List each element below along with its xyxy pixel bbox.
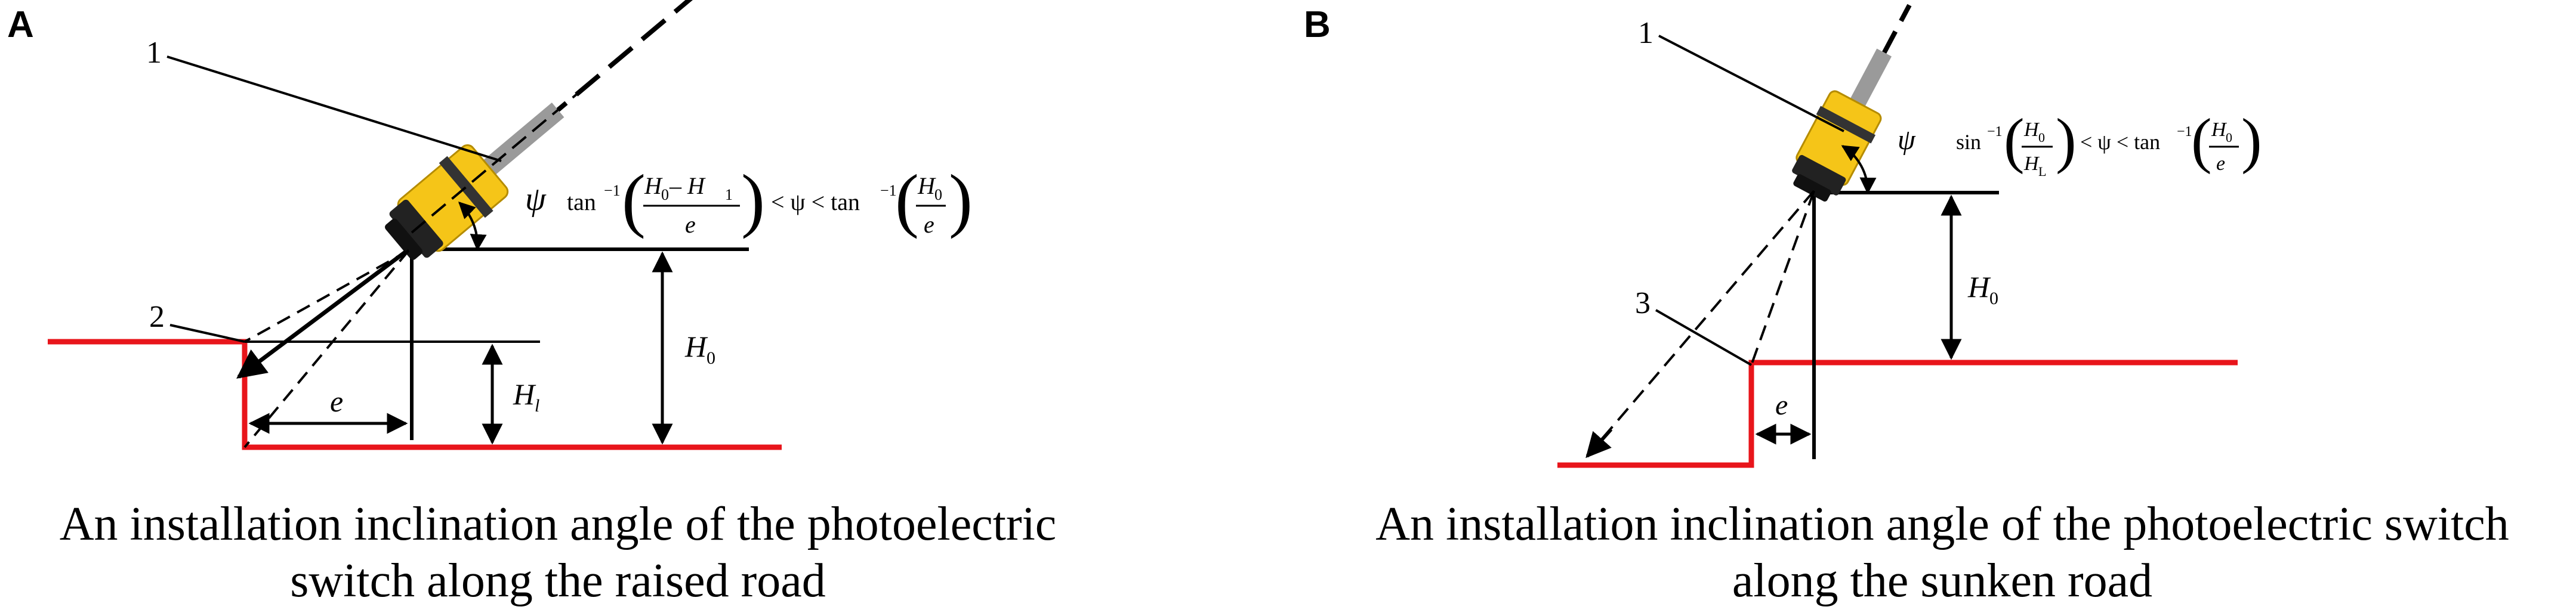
formula-a-lparen: ( (622, 160, 646, 239)
formula-b-lparen: ( (2004, 106, 2025, 175)
formula-a-num: H (644, 172, 663, 199)
sunken-road-profile (1557, 360, 2238, 468)
formula-b: sin −1 ( H 0 H L ) < ψ < tan −1 ( H 0 e … (1956, 106, 2262, 179)
callout-3-b: 3 (1635, 286, 1651, 320)
formula-b-exp: −1 (1987, 124, 2003, 140)
angle-arc-a (458, 202, 487, 251)
caption-a-line1: An installation inclination angle of the… (60, 498, 1057, 550)
caption-b-line2: along the sunken road (1732, 555, 2152, 607)
formula-a-exp2: −1 (880, 182, 897, 199)
leader-3-b (1655, 309, 1752, 366)
formula-b-den: H (2023, 153, 2040, 175)
formula-a-num2-sub: 0 (934, 186, 942, 203)
label-h0-a: H (684, 330, 708, 363)
formula-a-exp: −1 (604, 182, 621, 199)
angle-arc-b (1841, 145, 1877, 194)
psi-label-a: ψ (525, 181, 547, 218)
formula-a-mid: < ψ < tan (771, 188, 860, 215)
formula-b-num2-sub: 0 (2226, 130, 2232, 145)
formula-a-num2: H (917, 172, 936, 199)
label-h0-sub-a: 0 (707, 348, 715, 368)
panel-a-letter: A (7, 4, 34, 45)
label-h0-b: H (1967, 270, 1991, 304)
formula-b-exp2: −1 (2177, 124, 2192, 140)
psi-label-b: ψ (1898, 124, 1916, 156)
panel-b: B ψ sin −1 ( H 0 (1304, 4, 2509, 607)
leader-1-b (1658, 35, 1844, 132)
photoelectric-switch-b (1792, 4, 1912, 202)
formula-b-rparen2: ) (2241, 106, 2262, 175)
callout-1-a: 1 (146, 36, 162, 70)
formula-a-num-minus: – H (669, 172, 706, 199)
label-e-a: e (330, 385, 343, 418)
formula-a: tan −1 ( H 0 – H 1 e ) < ψ < tan −1 ( H … (567, 160, 973, 239)
formula-b-mid: < ψ < tan (2080, 130, 2160, 154)
panel-a: A ψ tan −1 (7, 0, 1056, 607)
raised-road-profile (48, 339, 782, 450)
formula-b-den2: e (2216, 153, 2225, 175)
formula-b-rparen: ) (2056, 106, 2077, 175)
formula-a-lparen2: ( (895, 160, 919, 239)
formula-b-num: H (2023, 119, 2040, 141)
formula-a-rparen: ) (741, 160, 765, 239)
formula-b-den-sub: L (2038, 164, 2046, 179)
beam-lines-b (1586, 190, 1815, 457)
formula-b-func: sin (1956, 130, 1981, 154)
label-h1-a: H (513, 377, 536, 411)
caption-a-line2: switch along the raised road (290, 555, 826, 607)
beam-lines-a (243, 249, 410, 448)
callout-2-a: 2 (149, 300, 165, 334)
panel-b-letter: B (1304, 4, 1331, 45)
leader-2-a (169, 324, 245, 343)
photoelectric-switch-a (385, 0, 724, 260)
caption-b-line1: An installation inclination angle of the… (1375, 498, 2509, 550)
leader-1-a (166, 55, 502, 162)
formula-a-func: tan (567, 188, 596, 215)
beam-arrow-a (236, 250, 408, 379)
label-h0-sub-b: 0 (1989, 289, 1998, 308)
label-h1-sub-a: l (535, 396, 539, 416)
callout-1-b: 1 (1638, 16, 1653, 50)
formula-b-lparen2: ( (2191, 106, 2212, 175)
formula-a-num-sub: 0 (661, 186, 669, 203)
label-e-b: e (1775, 389, 1788, 421)
formula-a-den2: e (924, 211, 934, 238)
formula-a-num-sub2: 1 (725, 186, 733, 203)
beam-arrow-b (1585, 428, 1613, 459)
formula-b-num2: H (2211, 119, 2228, 141)
formula-a-rparen2: ) (949, 160, 973, 239)
formula-b-num-sub: 0 (2038, 130, 2045, 145)
formula-a-den: e (685, 211, 696, 238)
